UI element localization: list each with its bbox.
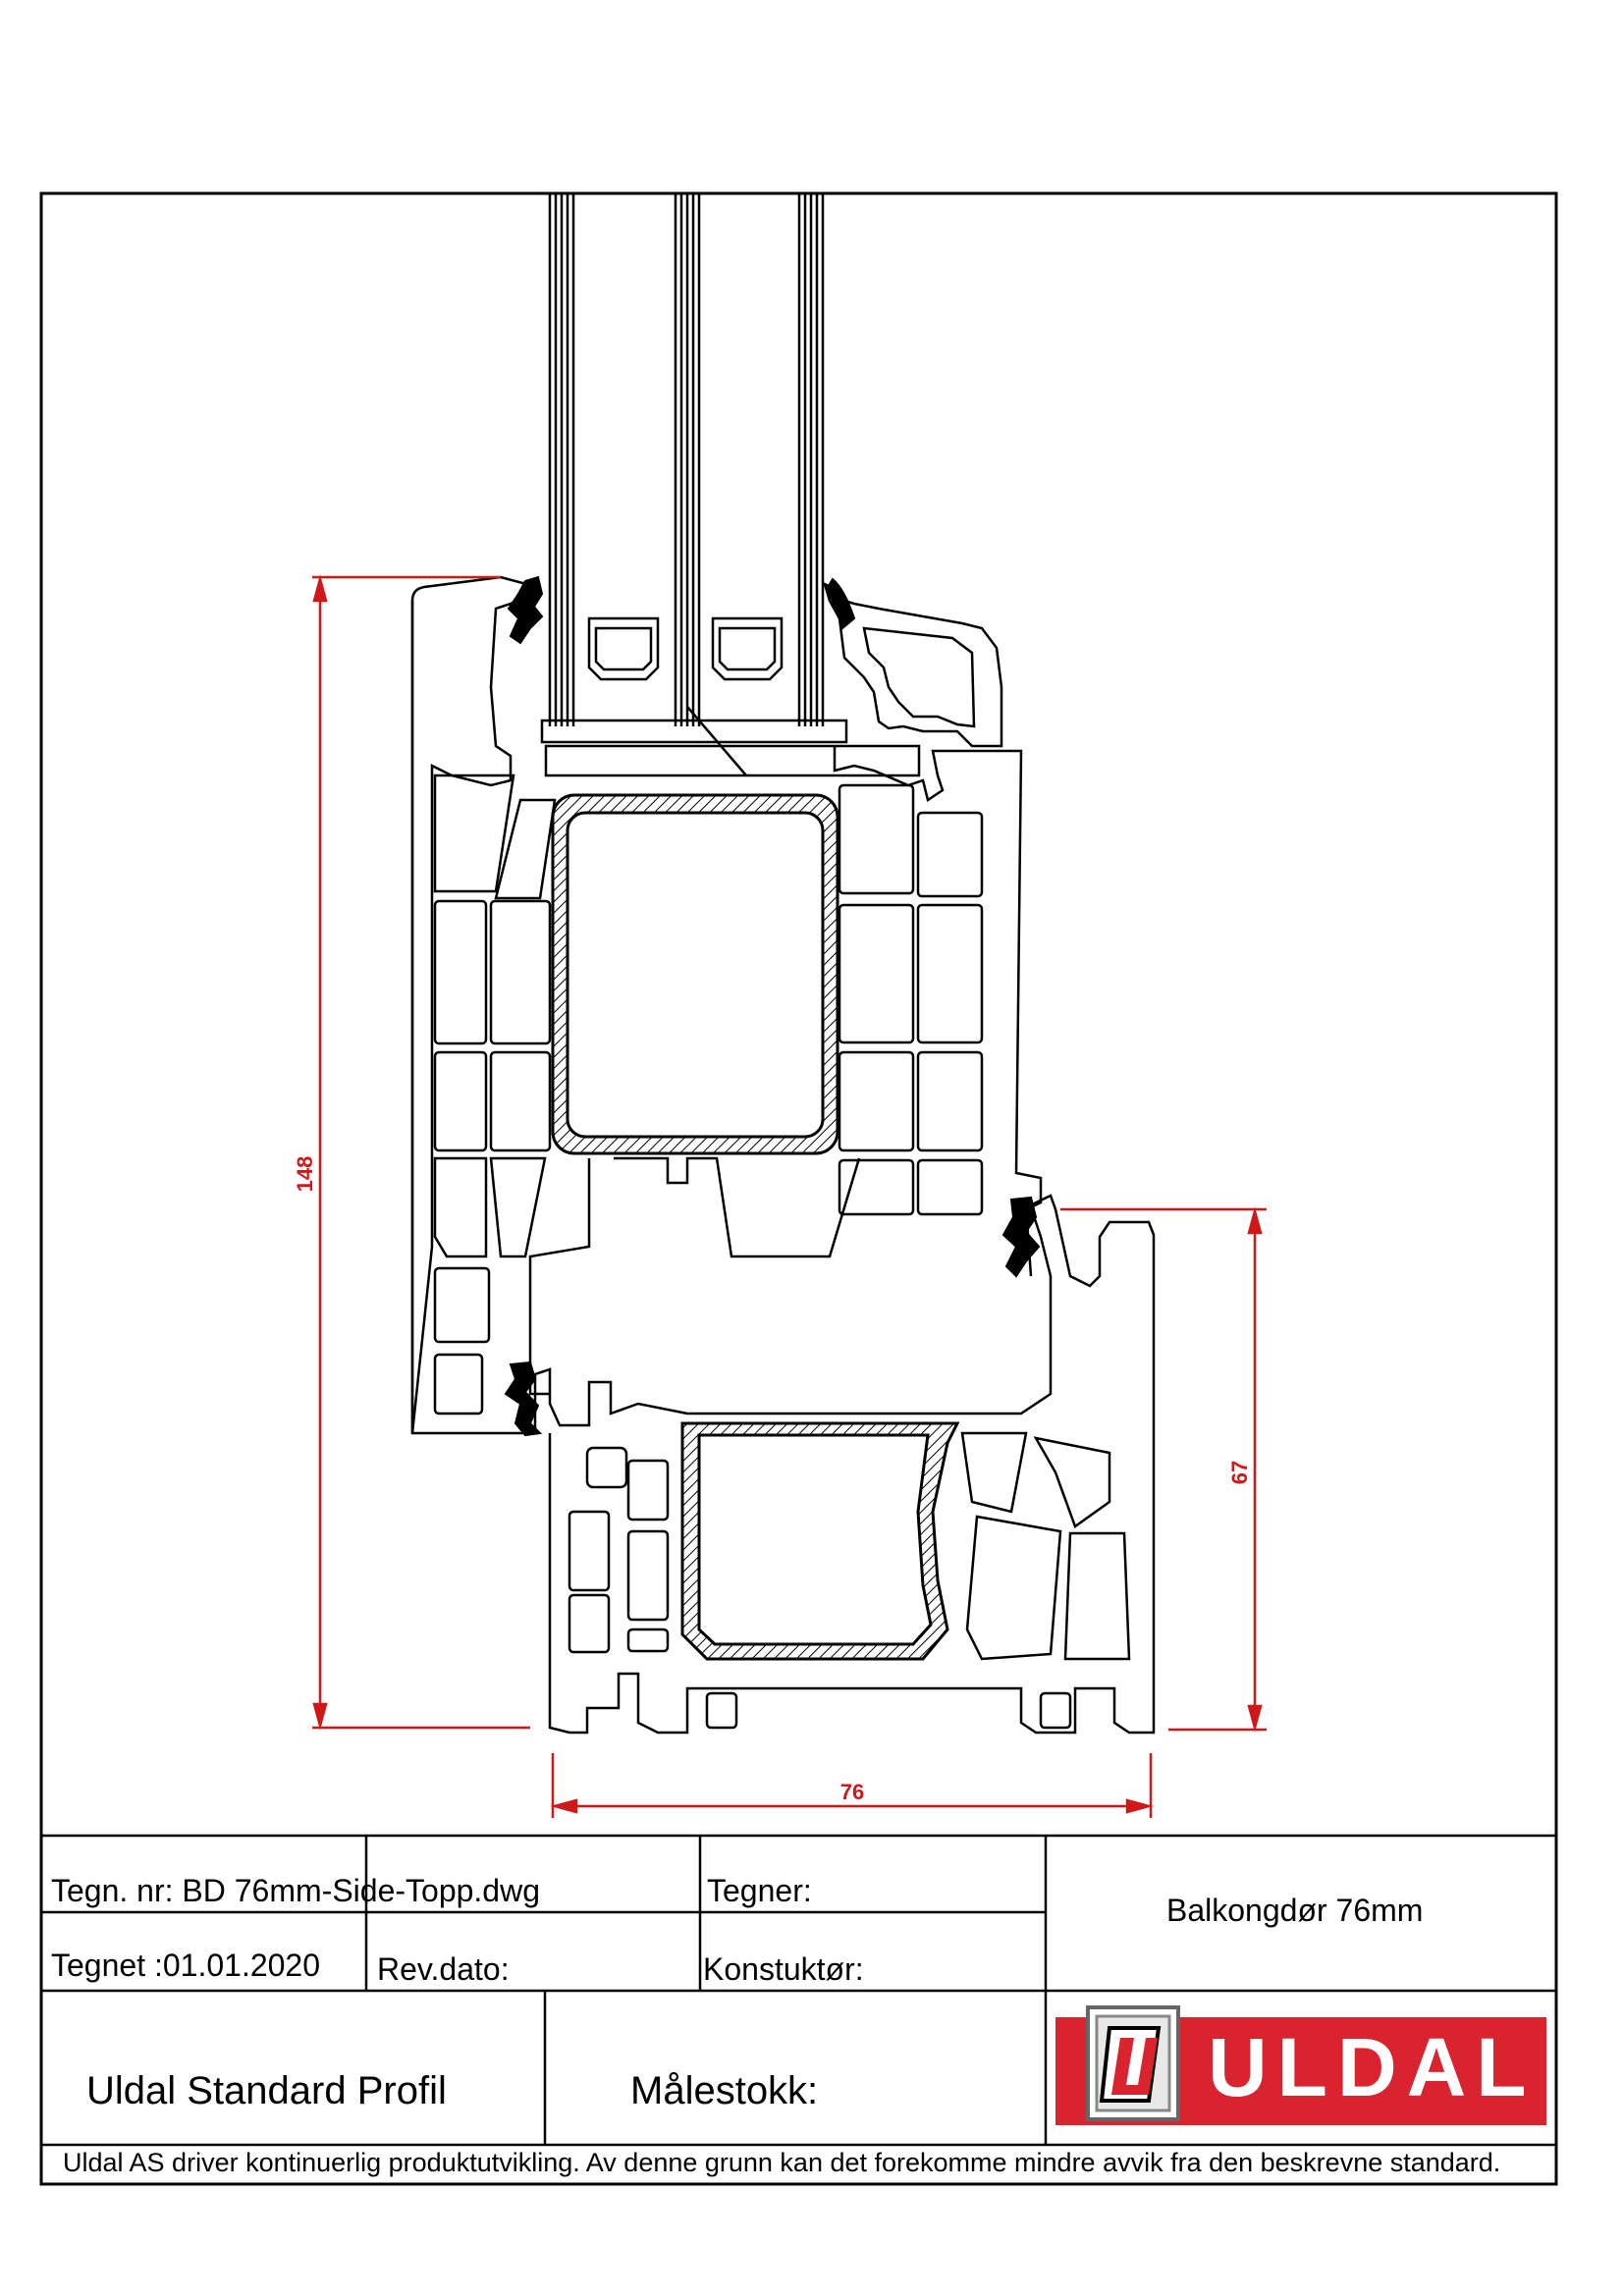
glazing-unit — [540, 193, 921, 777]
drawn-date: Tegnet :01.01.2020 — [51, 1948, 321, 1983]
frame-profile — [548, 1194, 1156, 1735]
logo-wordmark: ULDAL — [1208, 2021, 1537, 2113]
dimension-lines — [312, 574, 1267, 1818]
dimension-67: 67 — [1227, 1461, 1252, 1484]
designer-label: Konstuktør: — [703, 1951, 864, 1987]
title-block-grid — [41, 1834, 1556, 2147]
drawing-number: Tegn. nr: BD 76mm-Side-Topp.dwg — [51, 1873, 540, 1908]
product-name: Balkongdør 76mm — [1166, 1893, 1424, 1928]
steel-reinforcement-lower — [680, 1421, 960, 1661]
drawn-by-label: Tegner: — [707, 1873, 812, 1908]
disclaimer: Uldal AS driver kontinuerlig produktutvi… — [63, 2148, 1501, 2177]
gaskets — [504, 575, 1041, 1437]
scale-label: Målestokk: — [630, 2069, 819, 2112]
steel-reinforcement-upper — [551, 793, 839, 1155]
dimension-148: 148 — [293, 1156, 317, 1193]
dimension-labels: 148 67 76 — [293, 1156, 1252, 1804]
dimension-76: 76 — [840, 1780, 864, 1804]
revision-date-label: Rev.dato: — [377, 1951, 510, 1987]
profile-series: Uldal Standard Profil — [86, 2069, 447, 2112]
